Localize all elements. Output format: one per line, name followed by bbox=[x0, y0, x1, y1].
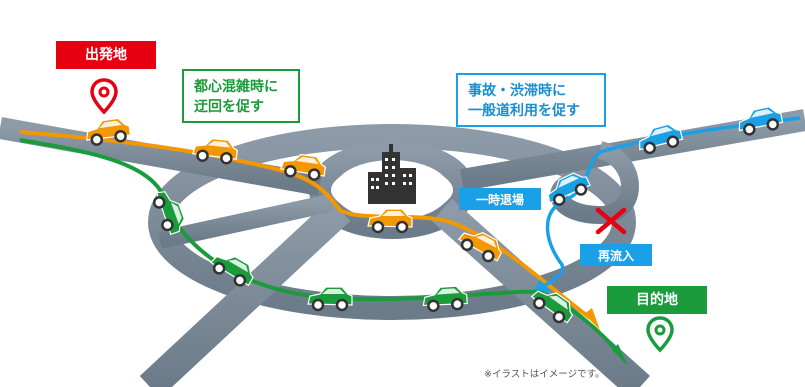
orange-route bbox=[19, 130, 592, 320]
goal-pin-icon bbox=[646, 316, 674, 353]
detour-callout: 都心混雑時に 迂回を促す bbox=[182, 69, 300, 123]
temp-exit-label: 一時退場 bbox=[459, 188, 541, 210]
goal-label: 目的地 bbox=[607, 286, 707, 314]
green-car-icon bbox=[530, 290, 574, 324]
orange-car-icon bbox=[191, 138, 238, 165]
green-car-icon bbox=[422, 285, 468, 313]
orange-car-icon bbox=[279, 153, 326, 181]
orange-car-icon bbox=[457, 231, 503, 263]
start-label: 出発地 bbox=[56, 41, 156, 69]
blue-route-arrowhead bbox=[534, 280, 552, 292]
building-icon bbox=[368, 144, 416, 204]
green-car-icon bbox=[152, 191, 185, 236]
blocked-cross-icon bbox=[595, 207, 627, 235]
orange-car-icon bbox=[86, 117, 132, 146]
accident-callout-line-2: 一般道利用を促す bbox=[468, 103, 580, 119]
accident-callout-line-1: 事故・渋滞時に bbox=[468, 83, 566, 99]
orange-car-icon bbox=[367, 208, 413, 234]
green-route-arrowhead bbox=[612, 344, 628, 366]
orange-route-arrowhead bbox=[584, 308, 600, 330]
green-car-icon bbox=[209, 255, 254, 287]
blue-car-icon bbox=[639, 123, 684, 155]
illustration-note: ※イラストはイメージです。 bbox=[484, 369, 605, 380]
accident-callout: 事故・渋滞時に 一般道利用を促す bbox=[456, 73, 606, 127]
reentry-label: 再流入 bbox=[580, 244, 652, 266]
blue-car-icon bbox=[738, 106, 784, 136]
blue-car-icon bbox=[547, 172, 591, 206]
cars bbox=[86, 106, 784, 324]
green-car-icon bbox=[307, 286, 353, 312]
detour-callout-line-1: 都心混雑時に bbox=[194, 79, 278, 95]
start-pin-icon bbox=[90, 78, 118, 115]
detour-callout-line-2: 迂回を促す bbox=[194, 99, 264, 115]
